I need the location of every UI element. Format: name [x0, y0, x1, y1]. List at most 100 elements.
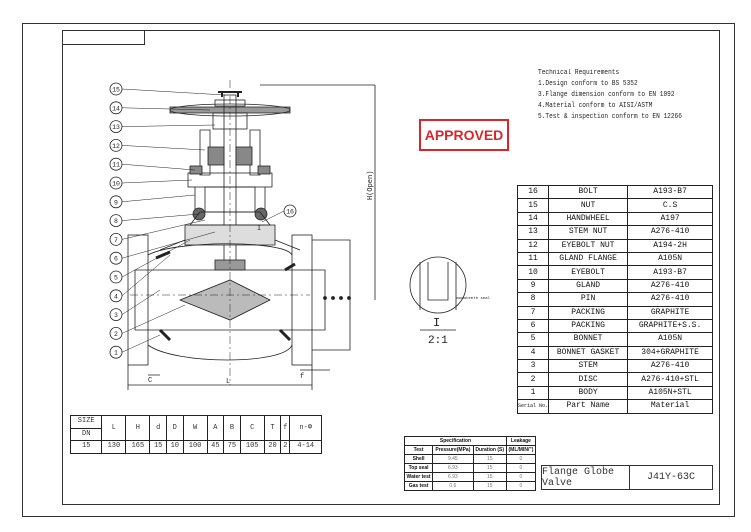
part-name-cell: PACKING — [548, 305, 629, 320]
spec-cell: 15 — [472, 472, 507, 482]
requirement-item: 4.Material conform to AISI/ASTM — [538, 102, 653, 110]
material-cell: A276-410 — [627, 359, 713, 374]
leader-line — [121, 213, 200, 221]
leader-line — [121, 145, 206, 151]
dim-l-label: L — [226, 378, 230, 386]
technical-requirements: Technical Requirements 1.Design conform … — [538, 68, 682, 123]
spec-header-cell: Test — [403, 445, 434, 455]
leader-line — [121, 304, 186, 334]
part-name-cell: BOLT — [548, 184, 629, 200]
part-name-cell: PACKING — [548, 318, 629, 334]
spec-header-cell: Pressure(MPa) — [432, 445, 474, 455]
balloon-number: 5 — [114, 275, 118, 282]
spec-cell: Shell — [403, 454, 434, 464]
balloon — [283, 204, 297, 218]
part-name-cell: EYEBOLT — [548, 265, 629, 280]
spec-cell: 0 — [505, 472, 537, 482]
serial-cell: 4 — [516, 345, 550, 361]
inner-frame — [62, 30, 720, 505]
balloon — [109, 176, 123, 190]
balloon-number: 11 — [112, 162, 120, 169]
material-cell: GRAPHITE — [627, 305, 713, 320]
spec-cell: 0 — [505, 463, 537, 473]
outer-frame — [22, 23, 735, 517]
serial-cell: 15 — [516, 198, 550, 213]
material-cell: A105N+STL — [627, 385, 713, 401]
serial-cell: 14 — [516, 211, 550, 227]
spec-cell: Water test — [403, 472, 434, 482]
dim-header-cell: L — [101, 415, 127, 441]
serial-cell: 16 — [516, 184, 550, 200]
parts-header-cell: Material — [627, 399, 713, 414]
balloon-number: 16 — [286, 209, 294, 216]
material-cell: A194-2H — [627, 238, 713, 253]
balloon-number: 14 — [112, 105, 120, 112]
dim-value-cell: 105 — [239, 440, 265, 454]
leakage-heading: Leakage — [505, 436, 537, 446]
balloon-number: 6 — [114, 256, 118, 263]
part-name-cell: BONNET — [548, 332, 629, 347]
dn-label: DN — [69, 427, 103, 441]
part-name-cell: PIN — [548, 292, 629, 307]
material-cell: A193-B7 — [627, 184, 713, 200]
spec-cell: 6.93 — [432, 472, 474, 482]
balloon — [109, 326, 123, 340]
dim-header-cell: W — [182, 415, 208, 441]
serial-cell: 1 — [516, 385, 550, 401]
balloon-number: 12 — [112, 143, 120, 150]
balloon — [109, 195, 123, 209]
balloon-number: 7 — [114, 237, 118, 244]
spec-cell: 0 — [505, 454, 537, 464]
balloon — [109, 157, 123, 171]
serial-cell: 10 — [516, 265, 550, 280]
serial-cell: 12 — [516, 238, 550, 253]
material-cell: A276-410+STL — [627, 372, 713, 387]
part-name-cell: HANDWHEEL — [548, 211, 629, 227]
material-cell: A276-410 — [627, 278, 713, 294]
dim-value-cell: 130 — [101, 440, 127, 454]
dim-value-cell: 4-14 — [289, 440, 322, 454]
serial-cell: 11 — [516, 251, 550, 267]
balloon-number: 2 — [114, 331, 118, 338]
balloon-number: 4 — [114, 293, 118, 300]
requirement-item: 3.Flange dimension conform to EN 1092 — [538, 91, 675, 99]
leader-line — [121, 334, 161, 353]
part-name-cell: BONNET GASKET — [548, 345, 629, 361]
material-cell: A276-410 — [627, 292, 713, 307]
dim-value-cell: 75 — [223, 440, 241, 454]
dim-header-cell: T — [263, 415, 282, 441]
material-cell: A105N — [627, 251, 713, 267]
serial-cell: 13 — [516, 225, 550, 240]
serial-cell: 3 — [516, 359, 550, 374]
balloon — [109, 251, 123, 265]
dim-header-cell: D — [165, 415, 184, 441]
serial-cell: 8 — [516, 292, 550, 307]
spec-cell: 0.6 — [432, 481, 474, 491]
balloon — [109, 308, 123, 322]
spec-cell: Top seal — [403, 463, 434, 473]
part-name-cell: STEM NUT — [548, 225, 629, 240]
balloon — [109, 82, 123, 96]
dn-value: 15 — [69, 440, 103, 454]
balloon — [109, 345, 123, 359]
balloon — [109, 270, 123, 284]
leader-line — [121, 219, 206, 240]
dim-value-cell: 2 — [280, 440, 291, 454]
leader-line — [121, 88, 226, 96]
